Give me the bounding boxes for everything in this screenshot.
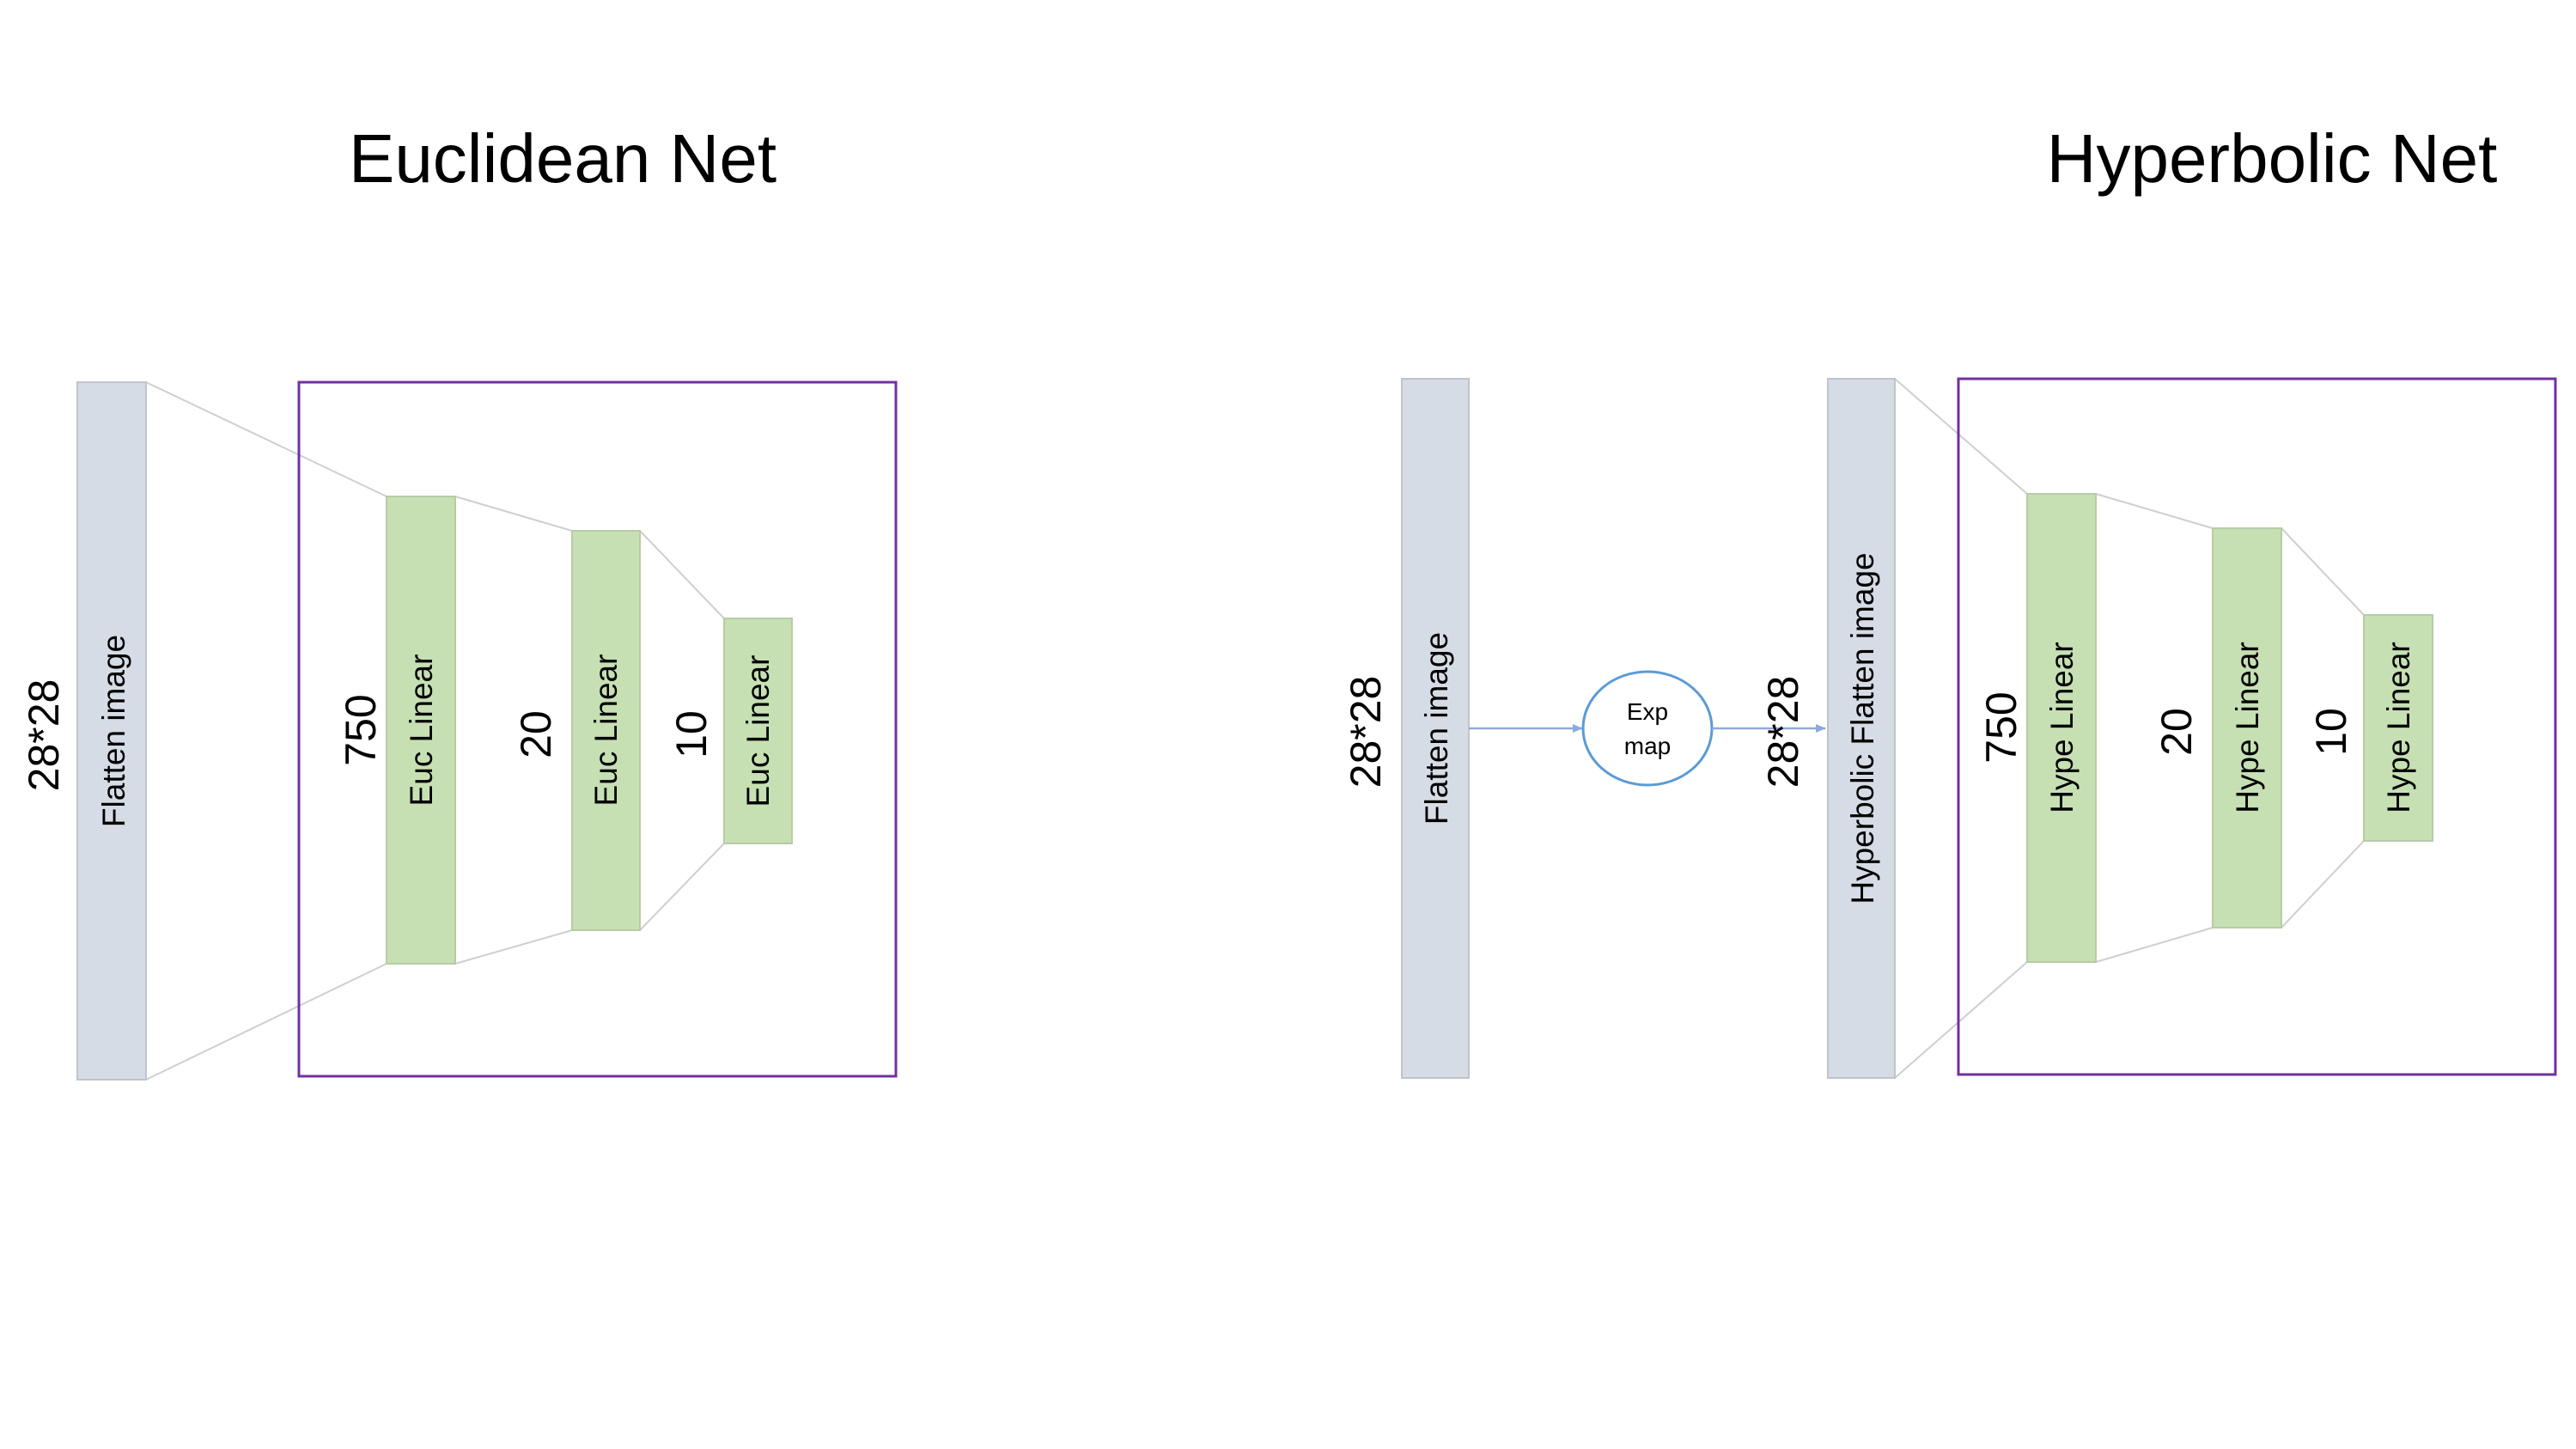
- hyperbolic-flatten-bar: [1827, 378, 1896, 1079]
- exp-map-label-line1: Exp: [1627, 698, 1668, 725]
- euclidean-input-dim: 28*28: [20, 679, 68, 792]
- taper-line: [2095, 493, 2214, 529]
- hyperbolic-layer-1-label: Hype Linear: [2044, 642, 2080, 813]
- euclidean-layer-3-label: Euc Linear: [740, 655, 776, 807]
- hyperbolic-title: Hyperbolic Net: [2047, 120, 2498, 197]
- hyperbolic-net: Hyperbolic Net Flatten image 28*28 Exp m…: [1342, 120, 2557, 1079]
- euclidean-title: Euclidean Net: [349, 120, 776, 197]
- euclidean-layer-1-label: Euc Linear: [404, 654, 439, 807]
- hyperbolic-layer-2-dim: 20: [2153, 708, 2201, 756]
- exp-map-label-line2: map: [1624, 733, 1671, 759]
- hyperbolic-layer-3-label: Hype Linear: [2381, 642, 2416, 813]
- taper-line: [454, 496, 573, 532]
- hyperbolic-input-label: Flatten image: [1419, 632, 1454, 825]
- euclidean-layer-2: [571, 530, 641, 931]
- taper-line: [145, 381, 387, 497]
- hyperbolic-input-dim: 28*28: [1342, 676, 1390, 788]
- hyperbolic-layer-2-label: Hype Linear: [2230, 642, 2265, 813]
- euclidean-input-bar: [76, 381, 147, 1081]
- euclidean-layer-2-label: Euc Linear: [588, 654, 624, 807]
- hyperbolic-input-bar: [1401, 378, 1470, 1079]
- taper-line: [2281, 840, 2365, 928]
- taper-line: [1894, 378, 2028, 495]
- hyperbolic-layer-2: [2212, 527, 2282, 928]
- hyperbolic-net-frame: [1957, 377, 2557, 1076]
- hyperbolic-mapped-dim: 28*28: [1759, 676, 1807, 788]
- hyperbolic-flatten-label: Hyperbolic Flatten image: [1845, 552, 1880, 904]
- hyperbolic-layer-1: [2026, 493, 2097, 963]
- euclidean-layer-3-dim: 10: [667, 710, 716, 758]
- taper-line: [639, 530, 725, 619]
- euclidean-layer-2-dim: 20: [512, 710, 560, 758]
- hyperbolic-layer-1-dim: 750: [1977, 691, 2025, 763]
- taper-line: [639, 843, 725, 931]
- exp-map-node: [1581, 670, 1714, 787]
- euclidean-input-label: Flatten image: [96, 635, 131, 827]
- taper-line: [1894, 961, 2028, 1079]
- hyperbolic-layer-3: [2363, 614, 2433, 842]
- hyperbolic-layer-3-dim: 10: [2307, 708, 2355, 756]
- taper-line: [2281, 527, 2365, 616]
- euclidean-layer-1-dim: 750: [337, 694, 385, 765]
- euclidean-net-frame: [297, 381, 898, 1078]
- euclidean-layer-1: [386, 496, 456, 965]
- taper-line: [2095, 927, 2214, 963]
- taper-line: [454, 929, 573, 965]
- taper-line: [145, 963, 387, 1081]
- euclidean-net: Euclidean Net Flatten image 28*28 Euc Li…: [20, 120, 898, 1081]
- euclidean-layer-3: [723, 618, 793, 844]
